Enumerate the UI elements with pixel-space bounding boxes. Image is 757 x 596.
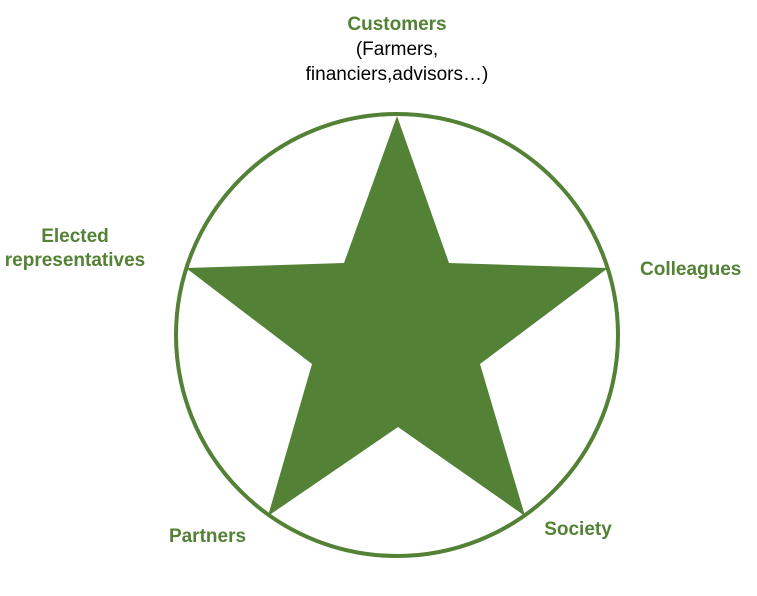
partners-label: Partners bbox=[168, 526, 247, 547]
customers-label: Customers (Farmers, financiers,advisors…… bbox=[257, 13, 537, 87]
customers-subtitle-line2: financiers,advisors…) bbox=[305, 64, 489, 85]
customers-title: Customers bbox=[347, 14, 447, 35]
elected-representatives-label: Elected representatives bbox=[0, 225, 160, 273]
society-label: Society bbox=[544, 519, 612, 540]
star-shape bbox=[186, 116, 608, 516]
elected-line1: Elected bbox=[41, 226, 109, 247]
outer-circle bbox=[174, 112, 620, 558]
colleagues-label: Colleagues bbox=[640, 259, 742, 280]
customers-subtitle-line1: (Farmers, bbox=[355, 39, 439, 60]
elected-line2: representatives bbox=[4, 250, 146, 271]
